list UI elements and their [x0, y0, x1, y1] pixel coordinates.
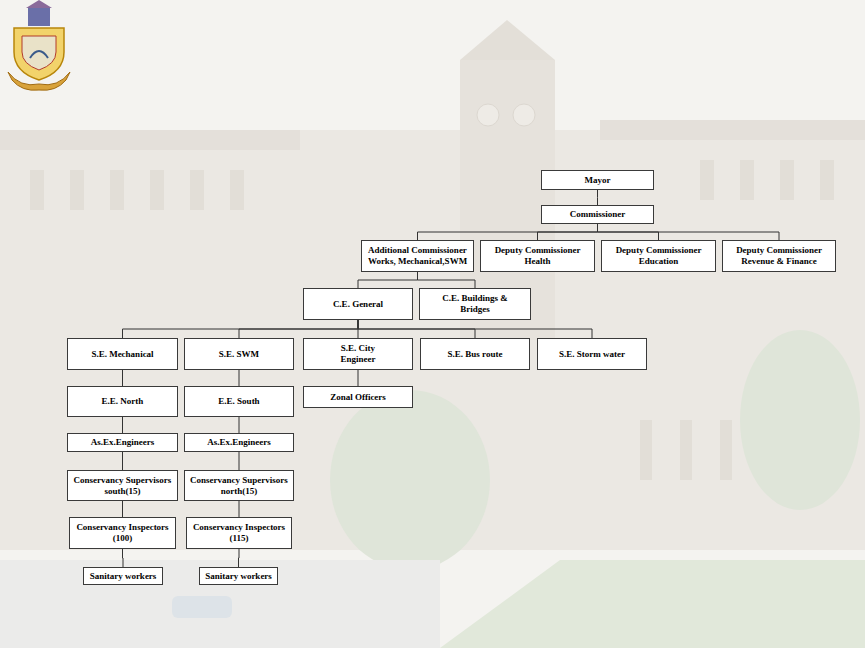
org-connector [418, 224, 598, 240]
box-label: As.Ex.Engineers [207, 437, 271, 448]
box-label: C.E. General [333, 299, 383, 310]
box-label: Sanitary workers [90, 571, 157, 582]
org-connector [122, 501, 123, 517]
clock-face [477, 104, 499, 126]
org-box: Zonal Officers [303, 386, 413, 408]
box-label: Sanitary workers [205, 571, 272, 582]
box-label: E.E. South [218, 396, 259, 407]
box-label: Commissioner [570, 209, 626, 220]
org-box: Deputy Commissioner Health [480, 240, 595, 272]
org-connector [239, 452, 240, 470]
box-label: Deputy Commissioner Health [484, 245, 591, 267]
org-box: Commissioner [541, 205, 654, 224]
logo-roof [26, 0, 52, 8]
box-label: S.E. Storm water [559, 349, 625, 360]
logo-ship [30, 51, 48, 58]
org-connector [538, 224, 598, 240]
org-connector [597, 190, 598, 205]
org-box: Conservancy Inspectors (115) [186, 517, 292, 549]
box-label: E.E. North [102, 396, 144, 407]
org-connector [122, 417, 123, 433]
org-box: E.E. North [67, 386, 178, 417]
tree [740, 330, 860, 510]
building-cornice [600, 120, 865, 140]
box-label: Additional Commissioner Works, Mechanica… [365, 245, 470, 267]
box-label: Conservancy Supervisors south(15) [71, 475, 174, 497]
org-box: Conservancy Inspectors (100) [69, 517, 176, 549]
org-connector [239, 501, 240, 517]
org-box: S.E. Storm water [537, 338, 647, 370]
tree [330, 390, 490, 570]
box-label: Conservancy Inspectors (100) [73, 522, 172, 544]
org-box: S.E. SWM [184, 338, 294, 370]
box-label: Zonal Officers [330, 392, 386, 403]
org-box: As.Ex.Engineers [184, 433, 294, 452]
org-box: S.E. City Engineer [303, 338, 413, 370]
building-cornice [0, 130, 300, 150]
org-connector [122, 370, 123, 386]
org-connector [122, 452, 123, 470]
box-label: S.E. Mechanical [91, 349, 153, 360]
box-label: Conservancy Supervisors north(15) [188, 475, 290, 497]
box-label: Deputy Commissioner Revenue & Finance [726, 245, 832, 267]
box-label: C.E. Buildings & Bridges [429, 293, 521, 315]
box-label: Conservancy Inspectors (115) [190, 522, 288, 544]
org-connector [239, 320, 358, 338]
org-box: Conservancy Supervisors north(15) [184, 470, 294, 501]
org-box: As.Ex.Engineers [67, 433, 178, 452]
org-box: Deputy Commissioner Revenue & Finance [722, 240, 836, 272]
org-connector [418, 272, 476, 288]
box-label: S.E. SWM [219, 349, 259, 360]
org-box: Sanitary workers [83, 567, 163, 585]
org-box: C.E. General [303, 288, 413, 320]
org-box: Sanitary workers [199, 567, 278, 585]
org-box: Conservancy Supervisors south(15) [67, 470, 178, 501]
org-box: S.E. Mechanical [67, 338, 178, 370]
box-label: As.Ex.Engineers [91, 437, 155, 448]
road [0, 560, 440, 648]
box-label: S.E. Bus route [448, 349, 503, 360]
logo-ribbon [8, 72, 70, 90]
org-connector [123, 320, 359, 338]
org-box: Deputy Commissioner Education [601, 240, 716, 272]
org-box: S.E. Bus route [420, 338, 530, 370]
corporation-logo [8, 0, 70, 90]
org-connector [239, 417, 240, 433]
logo-shield [14, 28, 64, 80]
org-connector [358, 272, 418, 288]
logo-inner-shield [22, 36, 56, 70]
tower-roof [460, 20, 555, 60]
org-box: C.E. Buildings & Bridges [419, 288, 531, 320]
org-box: Mayor [541, 170, 654, 190]
org-box: Additional Commissioner Works, Mechanica… [361, 240, 474, 272]
org-box: E.E. South [184, 386, 294, 417]
box-label: S.E. City Engineer [323, 343, 393, 365]
box-label: Mayor [585, 175, 611, 186]
org-connector [238, 549, 240, 567]
lawn [440, 560, 865, 648]
box-label: Deputy Commissioner Education [605, 245, 712, 267]
org-connector [122, 549, 124, 567]
org-connector [358, 370, 359, 386]
clock-face [513, 104, 535, 126]
car [172, 596, 232, 618]
org-connector [598, 224, 780, 240]
org-connector [358, 320, 592, 338]
org-connector [239, 370, 240, 386]
logo-building [28, 8, 50, 26]
